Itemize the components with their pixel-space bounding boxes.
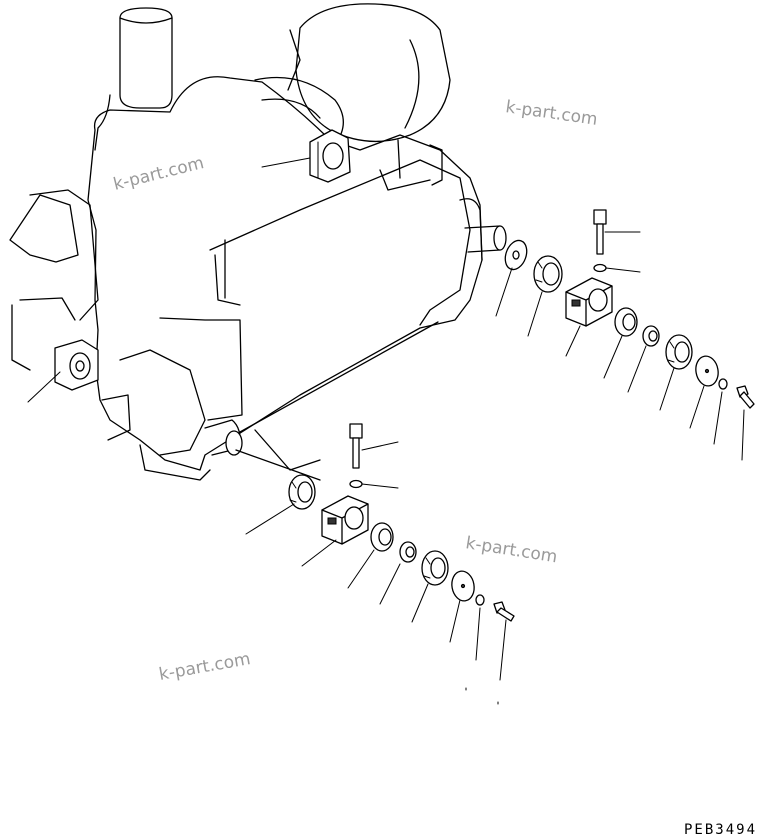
bolt-upper-end (736, 385, 755, 409)
leader-lines (27, 157, 745, 705)
retainer-plate-lower (451, 570, 475, 602)
bolt-lower (349, 423, 363, 489)
collar (642, 325, 660, 347)
mount-cap-lower (321, 495, 369, 545)
small-washer (718, 378, 728, 390)
rubber-cushion-lower-2 (421, 550, 449, 586)
retainer-plate (695, 355, 719, 387)
rubber-cushion-lower (288, 474, 316, 510)
bolt-upper (593, 209, 607, 273)
spacer-ring-lower (370, 522, 394, 552)
watermark-4: k-part.com (157, 649, 252, 685)
watermark-1: k-part.com (504, 97, 598, 130)
bolt-lower-end (493, 601, 515, 622)
rubber-cushion (533, 255, 563, 293)
watermark-3: k-part.com (464, 533, 559, 567)
rear-mount-parts-upper (504, 209, 755, 409)
drawing-code: PEB3494 (684, 822, 757, 838)
rear-mount-parts-lower (288, 423, 515, 622)
watermark-2: k-part.com (111, 153, 206, 195)
rubber-cushion-2 (665, 334, 693, 370)
washer-plate (504, 239, 528, 271)
spacer-ring (614, 307, 638, 337)
engine-assembly (9, 3, 507, 481)
small-washer-lower (475, 594, 485, 606)
mount-cap (565, 277, 613, 327)
collar-lower (399, 541, 417, 563)
